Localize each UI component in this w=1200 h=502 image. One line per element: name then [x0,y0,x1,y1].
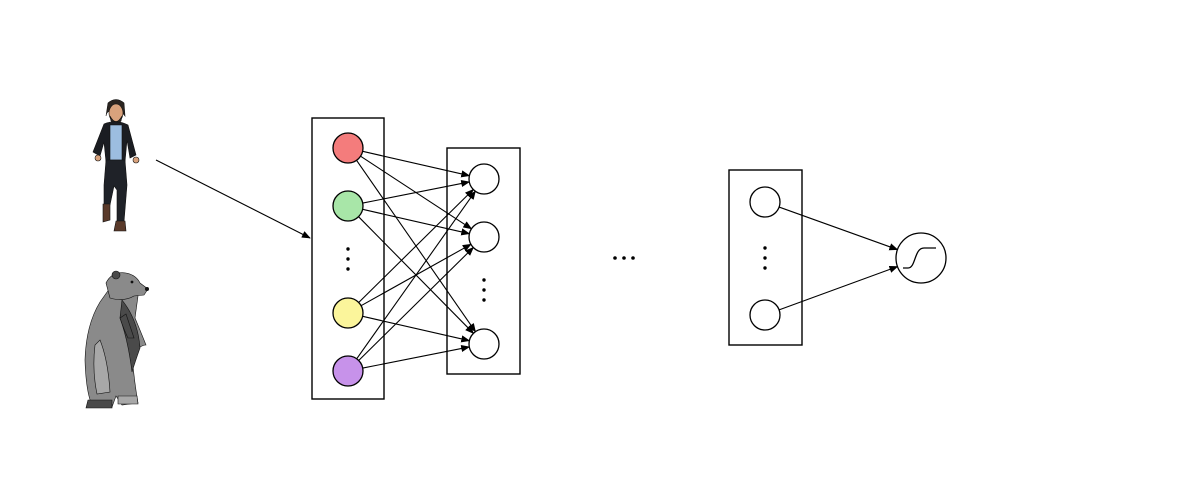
input-arrow [155,159,311,239]
person-pants [103,159,128,223]
input-node [332,297,364,329]
edge-input-3-hidden-2 [362,344,471,369]
bear-ear [111,270,121,280]
last-hidden-to-output-edges [778,206,899,311]
hidden-node [468,221,500,253]
person-shirt [109,124,123,161]
bear-foot-left [85,399,113,409]
last-hidden-layer-box [728,169,803,346]
hidden-layer-nodes [468,163,500,360]
bear-nose [145,287,149,291]
edge-input-0-hidden-0 [362,150,471,178]
edge-last-hidden-1-output [778,265,899,311]
person-icon [92,99,140,232]
person-shoe-right [113,220,127,232]
edge-last-hidden-0-output [778,206,899,251]
last-hidden-node [749,299,781,331]
bear-icon [84,270,149,409]
person-shoe-left [102,203,111,223]
edge-input-1-hidden-0 [362,179,471,204]
input-node [332,355,364,387]
hidden-vertical-ellipsis-icon [482,278,486,302]
last-hidden-vertical-ellipsis-icon [763,246,767,270]
hidden-node [468,328,500,360]
output-node [895,232,947,284]
edge-input-2-hidden-2 [362,315,471,343]
input-node [332,190,364,222]
person-hand-left [94,154,102,162]
bear-belly [93,339,111,395]
edge-input-2-hidden-0 [358,188,474,303]
sigmoid-icon [903,247,936,269]
horizontal-ellipsis-icon [613,256,635,260]
input-node [332,132,364,164]
input-layer-box [311,117,385,400]
input-layer-nodes [332,132,364,387]
hidden-layer-box [446,147,521,375]
edge-input-3-hidden-0 [356,190,476,360]
last-hidden-layer-nodes [749,186,781,331]
input-vertical-ellipsis-icon [346,247,350,271]
bear-arm [119,313,135,339]
person-hand-right [132,156,140,164]
input-to-hidden-edges [356,150,476,369]
bear-eye [130,280,134,284]
edge-input-1-hidden-1 [362,208,471,236]
edge-input-3-hidden-1 [358,246,474,361]
hidden-node [468,163,500,195]
bear-foot-right [117,395,139,405]
last-hidden-node [749,186,781,218]
